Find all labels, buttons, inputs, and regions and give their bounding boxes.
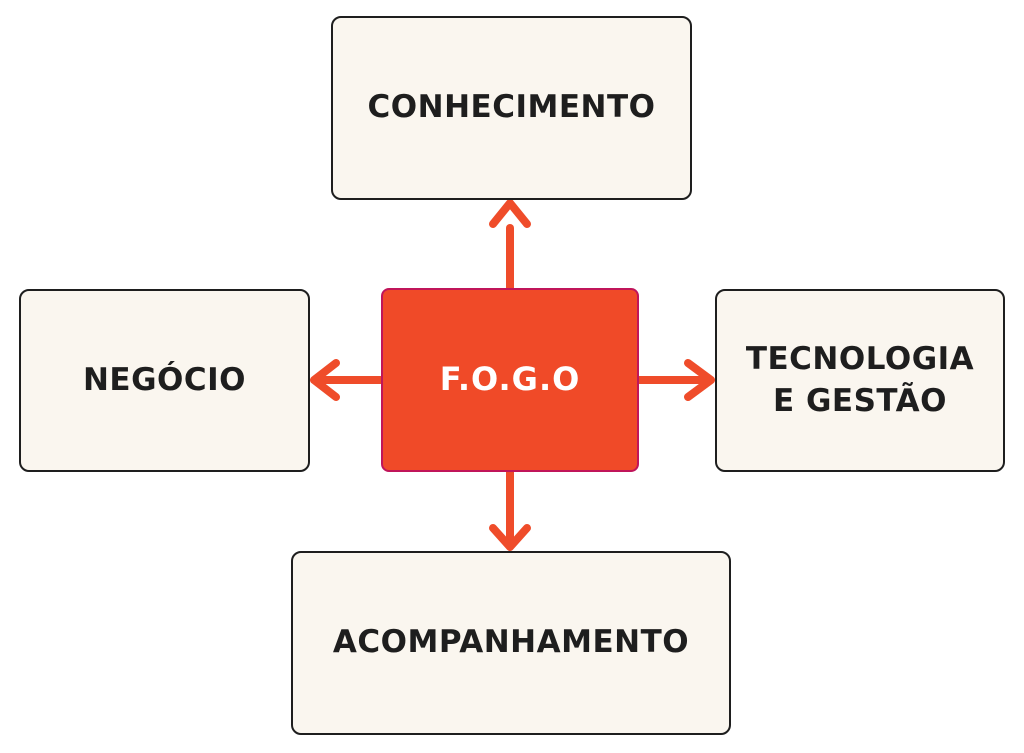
node-acompanhamento: ACOMPANHAMENTO [291,551,731,735]
node-tecnologia-label-line-1: TECNOLOGIA [745,340,975,377]
arrow-to-top [489,199,531,292]
node-conhecimento: CONHECIMENTO [331,16,692,200]
node-fogo-center: F.O.G.O [381,288,639,472]
node-conhecimento-label: CONHECIMENTO [367,89,656,126]
node-negocio: NEGÓCIO [19,289,310,472]
arrow-to-bottom [489,468,531,551]
node-fogo-label: F.O.G.O [439,360,581,399]
node-tecnologia-e-gestao: TECNOLOGIA E GESTÃO [715,289,1005,472]
arrow-to-right [635,359,715,401]
node-acompanhamento-label: ACOMPANHAMENTO [332,624,690,661]
node-negocio-label: NEGÓCIO [82,361,247,398]
node-tecnologia-label-line-2: E GESTÃO [772,382,947,419]
arrow-to-left [310,359,385,401]
